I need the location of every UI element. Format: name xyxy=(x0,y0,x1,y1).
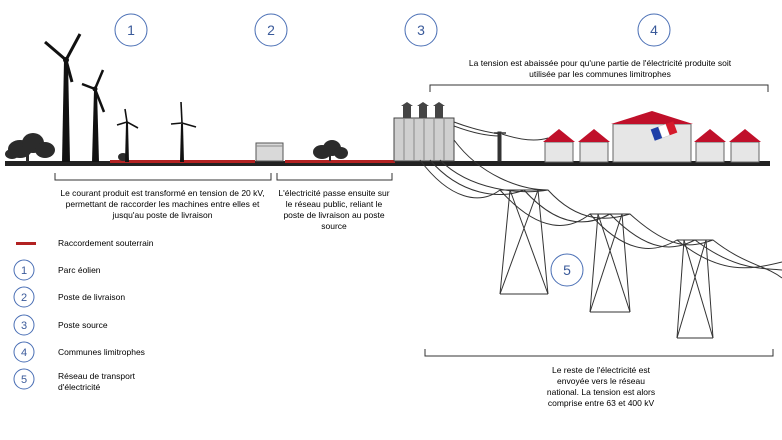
svg-text:5: 5 xyxy=(21,374,27,386)
svg-text:5: 5 xyxy=(563,262,571,278)
annotation-communes: La tension est abaissée pour qu'une part… xyxy=(468,58,732,79)
pylon-2 xyxy=(589,213,631,313)
svg-text:4: 4 xyxy=(650,22,658,38)
svg-text:2: 2 xyxy=(21,292,27,304)
legend-underground-swatch xyxy=(16,242,36,245)
house-1 xyxy=(543,129,575,163)
house-2 xyxy=(578,129,610,163)
ground-line xyxy=(5,161,770,166)
transmission-wires xyxy=(419,139,782,279)
svg-text:1: 1 xyxy=(127,22,135,38)
french-flag-icon xyxy=(650,121,678,141)
legend-label-4: Communes limitrophes xyxy=(58,347,145,357)
legend-circle-4: 4 xyxy=(13,341,35,363)
legend-circle-2: 2 xyxy=(13,286,35,308)
svg-text:4: 4 xyxy=(21,347,27,359)
annotation-national: Le reste de l'électricité est envoyée ve… xyxy=(546,365,656,408)
distribution-line xyxy=(453,121,549,162)
delivery-station xyxy=(255,142,284,162)
bracket-national xyxy=(424,349,774,357)
svg-text:3: 3 xyxy=(417,22,425,38)
tree-cluster-middle xyxy=(313,140,348,161)
svg-text:1: 1 xyxy=(21,265,27,277)
step-circle-3: 3 xyxy=(404,13,438,47)
svg-text:3: 3 xyxy=(21,320,27,332)
pylon-1 xyxy=(499,189,549,295)
underground-cable-2 xyxy=(285,160,395,163)
legend-circle-1: 1 xyxy=(13,259,35,281)
annotation-public-network: L'électricité passe ensuite sur le résea… xyxy=(278,188,390,231)
source-substation xyxy=(393,102,455,162)
legend-circle-3: 3 xyxy=(13,314,35,336)
legend-label-5: Réseau de transport d'électricité xyxy=(58,371,136,392)
wind-turbine-2 xyxy=(81,69,106,162)
legend-circle-5: 5 xyxy=(13,368,35,390)
tree-cluster-left xyxy=(5,133,55,162)
bracket-public-network xyxy=(276,173,393,181)
legend-label-3: Poste source xyxy=(58,320,108,330)
wind-turbine-3 xyxy=(116,108,139,162)
legend-label-1: Parc éolien xyxy=(58,265,101,275)
wind-turbine-1 xyxy=(44,33,82,162)
svg-text:2: 2 xyxy=(267,22,275,38)
legend-label-2: Poste de livraison xyxy=(58,292,126,302)
legend-underground-label: Raccordement souterrain xyxy=(58,238,154,248)
pylon-3 xyxy=(676,239,714,339)
town-hall xyxy=(611,111,693,163)
step-circle-5: 5 xyxy=(550,253,584,287)
step-circle-4: 4 xyxy=(637,13,671,47)
house-3 xyxy=(694,129,726,163)
step-circle-1: 1 xyxy=(114,13,148,47)
house-4 xyxy=(729,129,761,163)
wind-turbine-4 xyxy=(170,101,197,162)
bracket-communes xyxy=(429,84,769,92)
annotation-wind-farm: Le courant produit est transformé en ten… xyxy=(60,188,265,220)
bracket-wind-farm xyxy=(54,173,272,181)
step-circle-2: 2 xyxy=(254,13,288,47)
